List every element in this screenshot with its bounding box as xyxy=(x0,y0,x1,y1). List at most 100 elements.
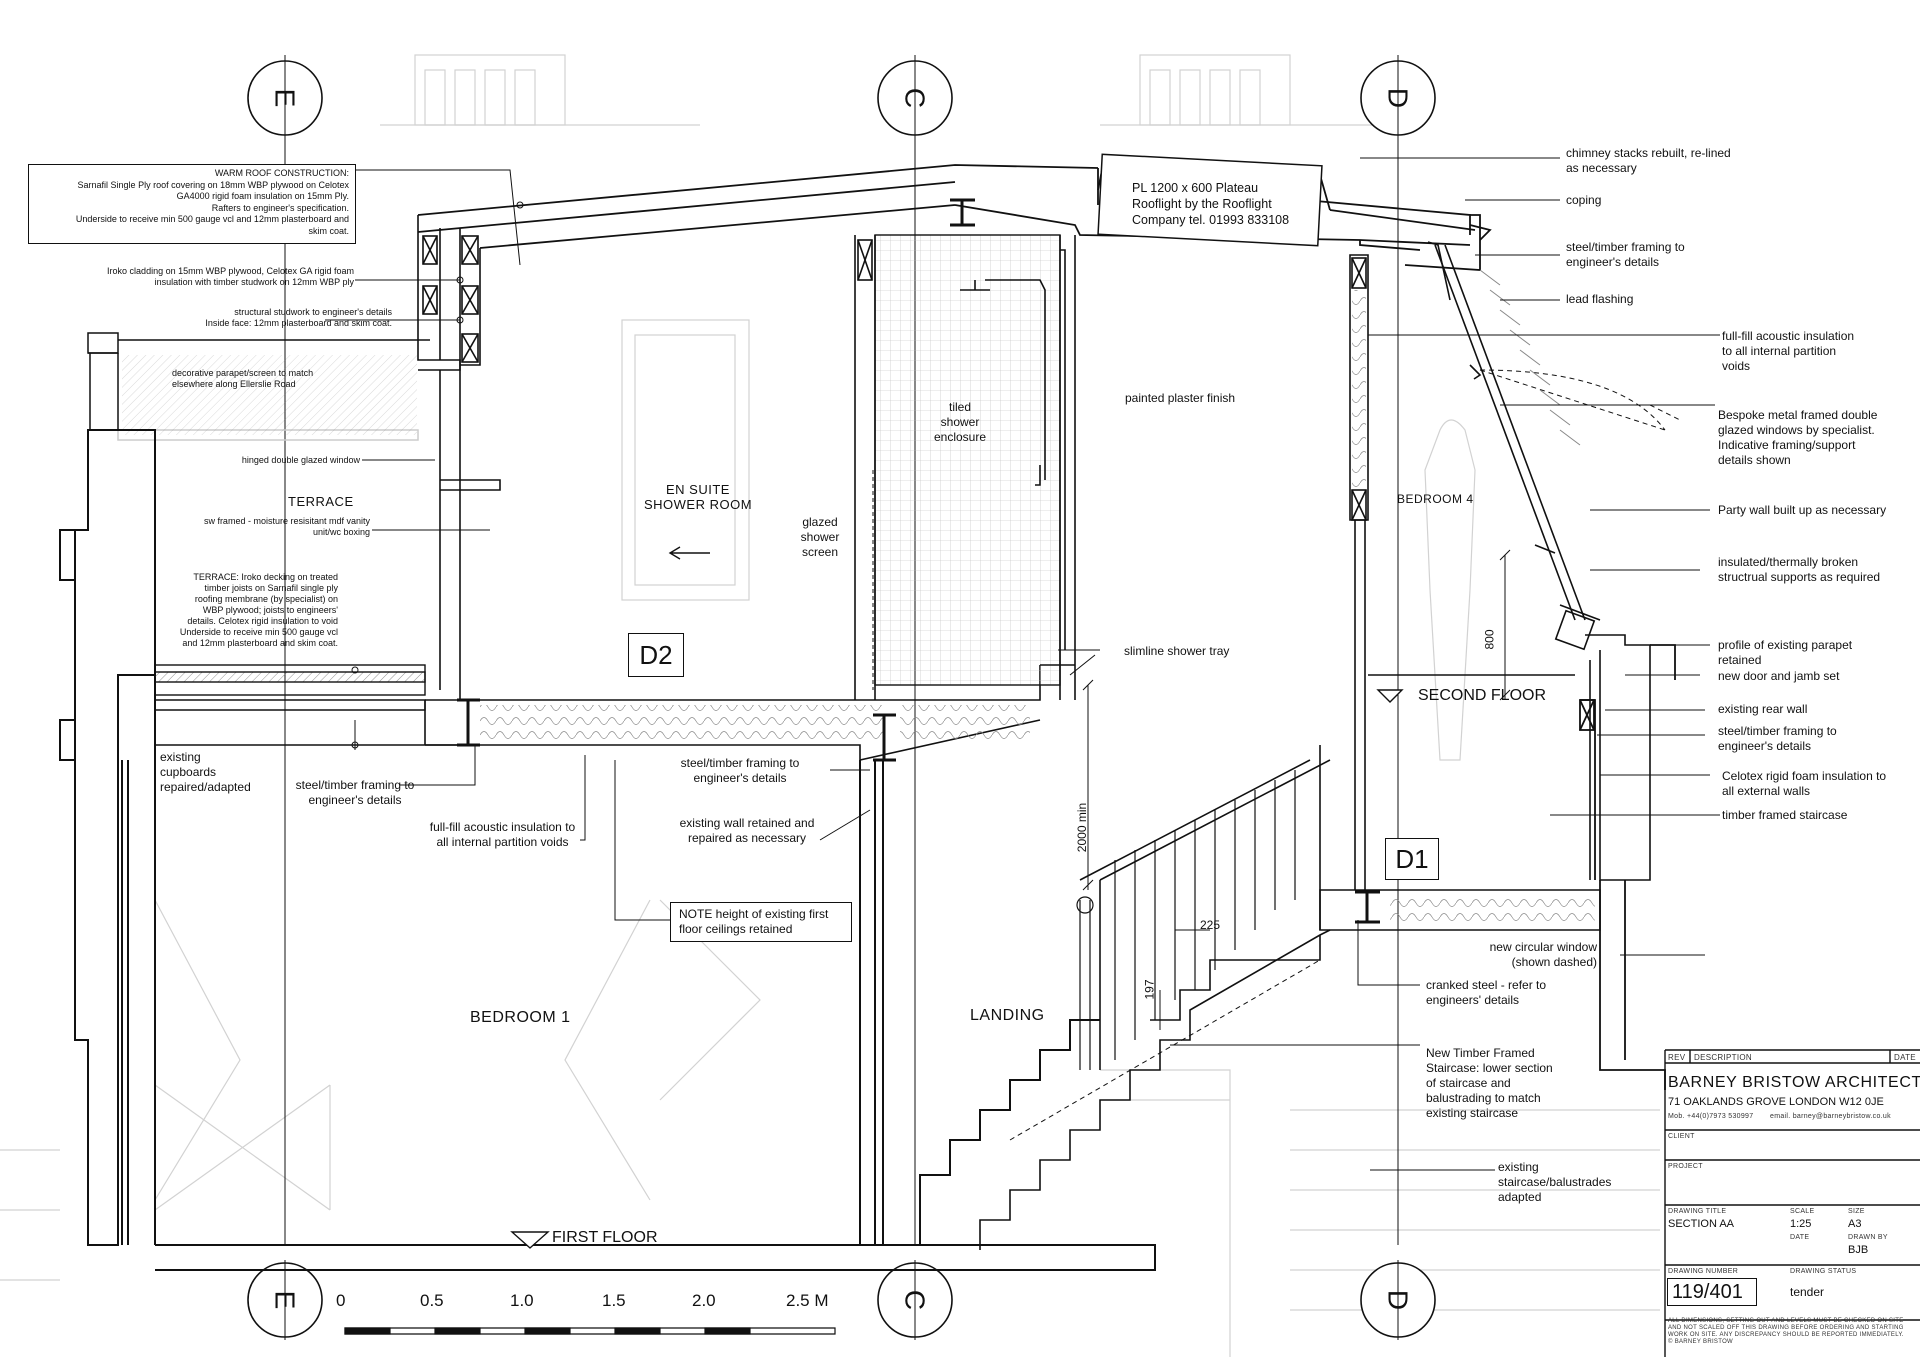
direction-arrow xyxy=(668,546,710,560)
dormer-window xyxy=(1427,241,1651,881)
rooflight-box xyxy=(1097,153,1323,247)
gridline-bubble-lines xyxy=(284,55,1399,1340)
door-tag-d1: D1 xyxy=(1385,838,1439,880)
rooflight-note: PL 1200 x 600 Plateau Rooflight by the R… xyxy=(1132,181,1290,227)
scale-0-5: 0.5 xyxy=(420,1291,444,1310)
dimension-800: 800 xyxy=(1482,629,1497,650)
tb-address: 71 OAKLANDS GROVE LONDON W12 0JE xyxy=(1668,1096,1884,1108)
tb-size-label: SIZE xyxy=(1848,1208,1865,1215)
dimension-197: 197 xyxy=(1142,979,1157,1000)
note-insulated: insulated/thermally broken structrual su… xyxy=(1718,555,1881,584)
tb-disclaimer: ALL DIMENSIONS, SETTING OUT AND LEVELS M… xyxy=(1668,1318,1904,1345)
grid-label-d-top: D xyxy=(1383,88,1414,108)
tb-mob: Mob. +44(0)7973 530997 xyxy=(1668,1113,1754,1120)
tb-project: PROJECT xyxy=(1668,1163,1703,1170)
room-bedroom1: BEDROOM 1 xyxy=(470,1009,571,1026)
note-new-staircase: New Timber Framed Staircase: lower secti… xyxy=(1426,1046,1553,1120)
note-circular-window: new circular window (shown dashed) xyxy=(1489,940,1597,969)
first-floor-walls xyxy=(155,760,1156,1271)
dimension-2000: 2000 min xyxy=(1075,802,1090,853)
existing-building-ghost xyxy=(0,54,1660,1357)
scale-1-5: 1.5 xyxy=(602,1291,626,1310)
grid-label-e-bottom: E xyxy=(270,1291,301,1310)
lower-stair-dashed xyxy=(1009,959,1321,1141)
dormer-dashed xyxy=(1479,369,1681,431)
note-lead-flashing: lead flashing xyxy=(1566,292,1634,306)
room-ensuite: EN SUITE SHOWER ROOM xyxy=(643,482,753,512)
tb-email: email. barney@barneybristow.co.uk xyxy=(1770,1113,1891,1120)
terrace-deck xyxy=(154,664,470,746)
level-second-floor: SECOND FLOOR xyxy=(1418,687,1547,704)
tb-status: tender xyxy=(1790,1285,1825,1299)
scale-bar xyxy=(344,1327,836,1335)
grid-label-d-bottom: D xyxy=(1383,1290,1414,1310)
note-new-door: new door and jamb set xyxy=(1718,669,1840,683)
note-bespoke-windows: Bespoke metal framed double glazed windo… xyxy=(1718,408,1878,467)
warm-roof-box: WARM ROOF CONSTRUCTION: Sarnafil Single … xyxy=(28,164,356,244)
door-tag-d2-text: D2 xyxy=(639,640,673,670)
note-steel-timber-1: steel/timber framing to engineer's detai… xyxy=(295,778,415,807)
note-rear-wall: existing rear wall xyxy=(1718,702,1808,716)
second-landing-floor xyxy=(1319,889,1601,931)
tb-client: CLIENT xyxy=(1668,1133,1695,1140)
level-markers xyxy=(510,689,1404,1249)
floor-insulation-2 xyxy=(900,705,1030,740)
note-acoustic-1: full-fill acoustic insulation to all int… xyxy=(429,820,576,849)
note-existing-wall: existing wall retained and repaired as n… xyxy=(679,816,815,845)
note-celotex: Celotex rigid foam insulation to all ext… xyxy=(1722,769,1887,798)
note-shower-tray: slimline shower tray xyxy=(1124,644,1230,658)
tb-size: A3 xyxy=(1848,1218,1862,1230)
floor-steels xyxy=(457,698,1380,924)
existing-left-wall xyxy=(59,429,156,1246)
left-wall xyxy=(417,215,501,700)
note-steel-timber-r1: steel/timber framing to engineer's detai… xyxy=(1566,240,1685,269)
grid-label-e-top: E xyxy=(270,89,301,108)
scale-0: 0 xyxy=(336,1291,346,1310)
partition-insulation xyxy=(1352,290,1366,490)
note-existing-staircase: existing staircase/balustrades adapted xyxy=(1498,1160,1612,1204)
note-acoustic-r: full-fill acoustic insulation to all int… xyxy=(1722,329,1855,373)
note-iroko-cladding: Iroko cladding on 15mm WBP plywood, Celo… xyxy=(107,266,354,287)
tb-drawing-title-label: DRAWING TITLE xyxy=(1668,1208,1727,1215)
note-vanity: sw framed - moisture resisitant mdf vani… xyxy=(203,516,370,537)
terrace-parapet xyxy=(87,332,430,441)
dimension-lines xyxy=(1082,549,1511,1030)
existing-rear-wall xyxy=(1579,644,1676,1090)
decorative-parapet-pattern xyxy=(122,355,417,435)
room-terrace: TERRACE xyxy=(288,494,354,509)
floor-insulation-1 xyxy=(480,705,885,740)
grid-label-c-top: C xyxy=(900,88,931,108)
bedroom4-walls xyxy=(1349,254,1575,890)
note-party-wall: Party wall built up as necessary xyxy=(1718,503,1887,517)
note-cranked-steel: cranked steel - refer to engineers' deta… xyxy=(1426,978,1547,1007)
roof-structure xyxy=(417,154,1492,271)
note-steel-timber-r2: steel/timber framing to engineer's detai… xyxy=(1718,724,1837,753)
lead-flashing xyxy=(1479,269,1581,446)
shower-tiling xyxy=(874,234,1061,686)
note-hinged-window: hinged double glazed window xyxy=(241,455,360,465)
tb-description: DESCRIPTION xyxy=(1694,1053,1752,1062)
note-cupboards: existing cupboards repaired/adapted xyxy=(160,750,251,794)
warm-roof-text: WARM ROOF CONSTRUCTION: Sarnafil Single … xyxy=(75,168,349,236)
painted-plaster-label: painted plaster finish xyxy=(1125,391,1236,405)
tb-number-box: 119/401 xyxy=(1667,1278,1757,1306)
tb-number-label: DRAWING NUMBER xyxy=(1668,1268,1739,1275)
title-block-frame xyxy=(1664,1049,1920,1357)
leader-dots xyxy=(351,201,524,749)
balusters xyxy=(1076,770,1296,1070)
tb-date-header: DATE xyxy=(1894,1053,1916,1062)
tb-drawing-title: SECTION AA xyxy=(1668,1218,1735,1230)
tiled-shower-label: tiled shower enclosure xyxy=(933,400,987,444)
tb-number: 119/401 xyxy=(1672,1281,1743,1303)
height-note-box: NOTE height of existing first floor ceil… xyxy=(670,902,852,942)
leader-lines xyxy=(325,157,1720,1171)
door-tag-d2: D2 xyxy=(628,633,684,677)
ridge-steel xyxy=(950,198,975,227)
room-bedroom4: BEDROOM 4 xyxy=(1397,492,1474,506)
note-timber-staircase: timber framed staircase xyxy=(1722,808,1848,822)
scale-2-5m: 2.5 M xyxy=(786,1291,829,1310)
note-terrace-deck: TERRACE: Iroko decking on treated timber… xyxy=(179,572,338,648)
landing-insulation xyxy=(1390,895,1595,925)
tb-scale: 1:25 xyxy=(1790,1218,1812,1230)
